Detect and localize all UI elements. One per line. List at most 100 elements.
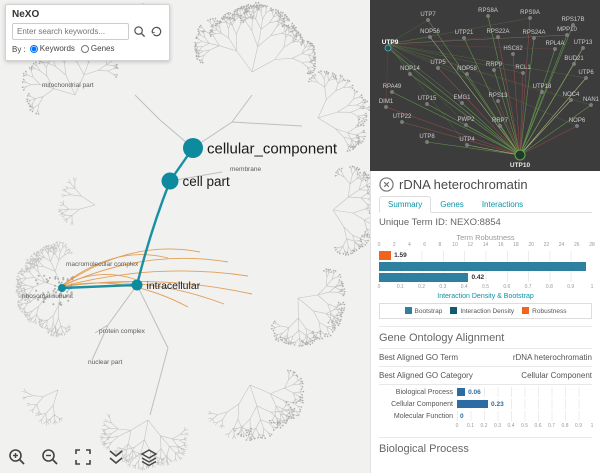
term-node-label[interactable]: intracellular	[147, 280, 201, 292]
gene-node[interactable]	[571, 23, 575, 27]
search-input[interactable]	[12, 23, 129, 40]
zoom-in-button[interactable]	[6, 446, 28, 468]
gene-node[interactable]	[436, 66, 440, 70]
tab-genes[interactable]: Genes	[440, 200, 464, 209]
gene-node[interactable]	[465, 143, 469, 147]
gene-node[interactable]	[384, 105, 388, 109]
tree-term-label[interactable]: protein complex	[99, 328, 146, 335]
gene-node-label[interactable]: NOP58	[457, 66, 477, 72]
gene-node[interactable]	[465, 72, 469, 76]
gene-node-label[interactable]: UTP7	[420, 12, 436, 18]
gene-node[interactable]	[569, 98, 573, 102]
expand-collapse-button[interactable]	[105, 446, 127, 468]
fit-content-button[interactable]	[72, 446, 94, 468]
gene-node-label[interactable]: UTP8	[419, 134, 435, 140]
gene-node[interactable]	[384, 44, 392, 52]
gene-node[interactable]	[581, 46, 585, 50]
gene-node-label[interactable]: RCL1	[515, 65, 531, 71]
gene-node-label[interactable]: DIM1	[379, 99, 394, 105]
gene-node[interactable]	[426, 18, 430, 22]
gene-node[interactable]	[528, 16, 532, 20]
gene-node[interactable]	[492, 68, 496, 72]
term-node[interactable]	[131, 279, 143, 291]
gene-node[interactable]	[425, 102, 429, 106]
gene-node[interactable]	[460, 101, 464, 105]
gene-hub-label[interactable]: UTP10	[510, 162, 531, 169]
term-node-label[interactable]: cell part	[183, 174, 231, 189]
term-node[interactable]	[161, 172, 179, 190]
gene-node-label[interactable]: RPS8A	[478, 8, 498, 14]
gene-node-label[interactable]: NAN1	[583, 97, 600, 103]
gene-node-label[interactable]: NOP56	[420, 29, 440, 35]
close-icon[interactable]	[379, 177, 394, 192]
gene-node-label[interactable]: MPP10	[557, 27, 577, 33]
gene-node-label[interactable]: RPL4A	[545, 41, 564, 47]
gene-node[interactable]	[486, 14, 490, 18]
gene-node-label[interactable]: HSC82	[503, 46, 523, 52]
gene-node[interactable]	[390, 90, 394, 94]
gene-node-label[interactable]: NOP14	[400, 66, 420, 72]
search-mode-keywords[interactable]: Keywords	[29, 44, 75, 53]
gene-node[interactable]	[462, 36, 466, 40]
gene-node[interactable]	[496, 99, 500, 103]
gene-node[interactable]	[589, 103, 593, 107]
gene-node-label[interactable]: UTP13	[574, 40, 593, 46]
gene-node[interactable]	[572, 62, 576, 66]
reset-icon[interactable]	[149, 25, 163, 39]
gene-node[interactable]	[400, 120, 404, 124]
term-node[interactable]	[58, 284, 66, 292]
gene-node[interactable]	[464, 123, 468, 127]
gene-node-label[interactable]: UTP22	[393, 114, 412, 120]
term-node-label[interactable]: cellular_component	[207, 140, 338, 157]
gene-node[interactable]	[553, 47, 557, 51]
gene-hub-node[interactable]	[514, 149, 526, 161]
gene-node-label[interactable]: EMG1	[453, 95, 471, 101]
gene-node[interactable]	[498, 124, 502, 128]
gene-node[interactable]	[408, 72, 412, 76]
gene-node[interactable]	[521, 71, 525, 75]
gene-node-label[interactable]: RPS24A	[522, 30, 545, 36]
tree-term-label[interactable]: membrane	[230, 166, 261, 173]
tab-interactions[interactable]: Interactions	[481, 200, 524, 209]
gene-node-label[interactable]: UTP4	[459, 137, 475, 143]
gene-node[interactable]	[425, 140, 429, 144]
gene-node[interactable]	[584, 76, 588, 80]
tree-term-label[interactable]: nuclear part	[88, 359, 123, 366]
zoom-out-button[interactable]	[39, 446, 61, 468]
tab-summary[interactable]: Summary	[379, 196, 432, 213]
gene-node-label[interactable]: RRP9	[486, 62, 503, 68]
gene-node-label[interactable]: UTP18	[533, 84, 552, 90]
gene-node[interactable]	[575, 124, 579, 128]
gene-node-label[interactable]: RPA49	[383, 84, 402, 90]
gene-node-label[interactable]: UTP15	[418, 96, 437, 102]
radio-keywords[interactable]	[29, 44, 38, 53]
gene-node-label[interactable]: UTP6	[578, 70, 594, 76]
gene-node-label[interactable]: RPS9A	[520, 10, 540, 16]
gene-node-label[interactable]: NOC4	[563, 92, 580, 98]
gene-node-label[interactable]: UTP5	[430, 60, 446, 66]
gene-node-label[interactable]: UTP9	[382, 39, 399, 46]
gene-node-label[interactable]: NOP6	[569, 118, 586, 124]
layers-button[interactable]	[138, 446, 160, 468]
term-node[interactable]	[183, 138, 203, 158]
tree-term-label[interactable]: macromolecular complex	[66, 261, 139, 268]
gene-node-label[interactable]: RPS22A	[486, 29, 509, 35]
search-mode-genes[interactable]: Genes	[80, 44, 114, 53]
gene-node[interactable]	[532, 36, 536, 40]
search-icon[interactable]	[132, 25, 146, 39]
gene-node[interactable]	[540, 90, 544, 94]
gene-node[interactable]	[565, 33, 569, 37]
radio-genes[interactable]	[80, 44, 89, 53]
gene-node-label[interactable]: PWP2	[457, 117, 475, 123]
gene-node[interactable]	[428, 35, 432, 39]
interaction-network-panel[interactable]: UTP7 RPS8A RPS9A RPS17B NOP56 UTP21 RPS22A RPS2…	[370, 0, 600, 171]
gene-node[interactable]	[511, 52, 515, 56]
gene-node-label[interactable]: UTP21	[455, 30, 474, 36]
gene-node-label[interactable]: RPS13	[488, 93, 508, 99]
gene-node[interactable]	[496, 35, 500, 39]
gene-node-label[interactable]: RPS17B	[561, 17, 584, 23]
gene-node-label[interactable]: RRP7	[492, 118, 509, 124]
tree-term-label[interactable]: mitochondrial part	[42, 82, 94, 89]
gene-node-label[interactable]: BUD21	[564, 56, 584, 62]
